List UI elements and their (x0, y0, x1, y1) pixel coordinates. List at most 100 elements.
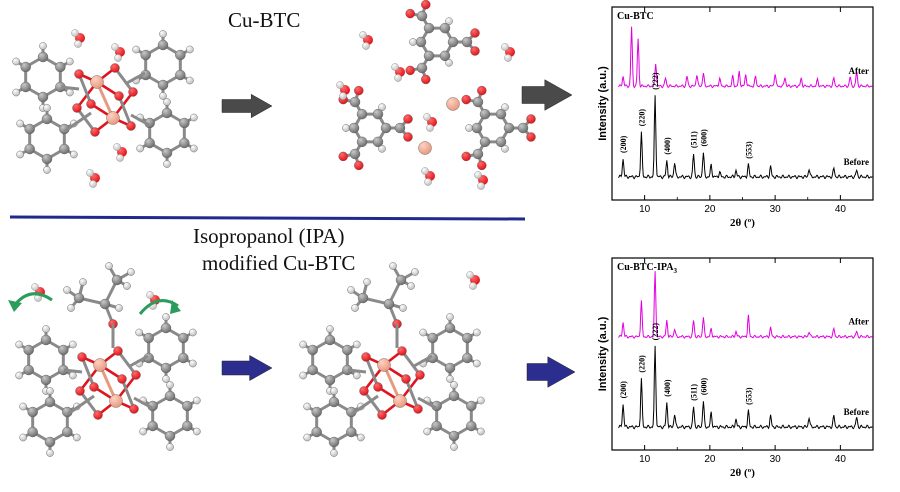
water-molecule (71, 29, 85, 48)
copper-atom (106, 111, 120, 125)
carbon-atom (59, 143, 70, 155)
oxygen-atom (72, 103, 82, 113)
hydrogen-atom (362, 42, 370, 50)
bond (67, 394, 95, 416)
carbon-atom (328, 436, 340, 448)
carbon-atom (20, 81, 31, 93)
series-label-before: Before (844, 407, 869, 417)
carbon-atom (20, 61, 31, 73)
carbon-atom (517, 122, 529, 134)
hydrogen-atom (421, 167, 429, 175)
peak-annotation: (220) (637, 109, 646, 127)
hydrogen-atom (474, 171, 482, 179)
carbon-atom (448, 430, 460, 442)
peak-annotation: (400) (663, 379, 672, 397)
carbon-atom (479, 136, 491, 148)
carbon-atom (307, 364, 318, 376)
copper-ion (418, 141, 432, 155)
hydrogen-atom (163, 160, 171, 168)
carbon-atom (395, 274, 407, 286)
hydrogen-atom (159, 30, 167, 38)
hydrogen-atom (409, 38, 417, 46)
carbon-atom (55, 61, 66, 73)
peak-annotation: (553) (744, 141, 753, 159)
x-tick-label: 10 (639, 204, 651, 215)
bond (133, 396, 153, 410)
carbon-atom (147, 420, 158, 432)
peak-annotation: (600) (699, 377, 708, 395)
hydrogen-atom (378, 103, 386, 112)
hydrogen-atom (477, 396, 485, 405)
hydrogen-atom (419, 328, 427, 337)
hydrogen-atom (303, 402, 311, 411)
carbon-atom (164, 430, 176, 442)
oxygen-atom (526, 132, 536, 142)
hydrogen-atom (43, 166, 51, 174)
carbon-atom (178, 332, 189, 344)
oxygen-atom (77, 352, 87, 362)
hydrogen-atom (63, 286, 71, 294)
oxygen-atom (90, 127, 100, 137)
hydrogen-atom (115, 304, 123, 312)
water-molecule (466, 271, 480, 290)
carbon-atom (444, 362, 456, 374)
water-molecule (336, 81, 350, 100)
hydrogen-atom (16, 150, 24, 159)
carbon-atom (161, 147, 173, 159)
carbon-atom (40, 334, 52, 346)
water-molecule (113, 143, 127, 162)
oxygen-atom (405, 65, 415, 76)
section-divider (9, 215, 526, 221)
bond (126, 71, 146, 85)
carbon-atom (144, 137, 155, 149)
hydrogen-atom (186, 45, 194, 54)
chart-frame (611, 257, 874, 451)
carboxylate-bond (364, 356, 380, 388)
carbon-atom (472, 148, 484, 160)
hydrogen-atom (135, 328, 143, 337)
carbon-atom (372, 108, 384, 120)
water-molecule (359, 31, 373, 50)
hydrogen-atom (66, 57, 74, 66)
carbon-atom (416, 10, 428, 22)
carbon-atom (439, 50, 451, 62)
bond (413, 354, 433, 368)
carbon-atom (461, 36, 473, 48)
hydrogen-atom (299, 340, 307, 349)
hydrogen-atom (69, 340, 77, 349)
hydrogen-atom (391, 63, 399, 71)
hydrogen-atom (159, 92, 167, 100)
carbon-atom (346, 426, 357, 438)
carbon-atom (27, 406, 38, 418)
oxygen-atom (113, 346, 123, 356)
oxygen-atom (74, 69, 84, 79)
hydrogen-atom (69, 371, 77, 380)
bottom-row-title-line2: modified Cu-BTC (202, 251, 356, 275)
carbon-atom (342, 344, 353, 356)
oxygen-atom (128, 87, 138, 97)
carbon-atom (40, 374, 52, 386)
carbon-atom (471, 122, 483, 134)
water-molecule (111, 43, 125, 62)
bond (351, 394, 379, 416)
carbon-atom (27, 426, 38, 438)
oxygen-atom (461, 94, 471, 105)
hydrogen-atom (46, 387, 54, 395)
oxygen-atom (477, 85, 487, 96)
carboxylate-bond (117, 95, 133, 127)
hydrogen-atom (163, 98, 171, 106)
curved-arrow-left-head (8, 300, 22, 312)
carbon-atom (466, 420, 477, 432)
carbon-atom (24, 143, 35, 155)
arrow-bottom-right (526, 356, 576, 388)
series-label-after: After (849, 66, 869, 76)
oxygen-atom (110, 63, 120, 73)
hydrogen-atom (166, 381, 174, 389)
hydrogen-atom (473, 359, 481, 368)
hydrogen-atom (190, 113, 198, 122)
carbon-atom (447, 36, 459, 48)
x-tick-label: 20 (704, 454, 716, 465)
carbon-atom (41, 113, 53, 125)
